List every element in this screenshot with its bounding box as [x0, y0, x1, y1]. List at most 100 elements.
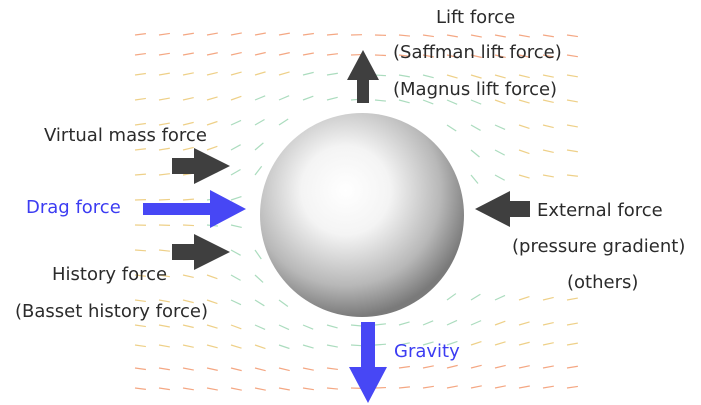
virtual-mass-force-label: Virtual mass force — [44, 125, 207, 146]
flow-vector — [494, 385, 506, 389]
flow-vector — [134, 148, 146, 151]
flow-vector — [230, 119, 242, 126]
flow-vector — [398, 321, 410, 326]
flow-vector — [158, 198, 171, 201]
flow-vector — [398, 365, 410, 369]
flow-vector — [182, 121, 194, 126]
flow-vector — [182, 198, 195, 201]
flow-vector — [158, 32, 170, 36]
flow-vector — [518, 341, 530, 346]
flow-vector — [566, 74, 578, 78]
flow-vector — [158, 173, 170, 176]
flow-vector — [206, 299, 218, 305]
flow-vector — [182, 96, 194, 101]
flow-vector — [542, 342, 554, 346]
flow-vector — [494, 54, 506, 59]
flow-vector — [158, 147, 170, 151]
flow-vector — [134, 72, 146, 76]
flow-vector — [278, 118, 289, 126]
flow-vector — [542, 321, 554, 326]
flow-vector — [422, 54, 434, 58]
flow-vector — [326, 53, 338, 56]
particle-sphere — [260, 113, 464, 317]
flow-vector — [566, 297, 578, 301]
flow-vector — [254, 51, 266, 56]
flow-vector — [398, 34, 411, 37]
flow-vector — [158, 122, 170, 126]
flow-vector — [566, 34, 578, 38]
flow-vector — [278, 344, 290, 350]
flow-vector — [230, 51, 242, 56]
flow-vector — [302, 367, 314, 371]
flow-vector — [470, 364, 482, 369]
flow-vector — [158, 274, 170, 278]
flow-vector — [206, 120, 218, 126]
flow-vector — [518, 365, 530, 369]
flow-vector — [206, 367, 218, 371]
flow-vector — [374, 99, 387, 102]
flow-vector — [422, 99, 434, 105]
flow-vector — [422, 320, 434, 326]
flow-vector — [182, 224, 195, 227]
flow-vector — [542, 296, 554, 301]
flow-vector — [566, 54, 578, 58]
flow-vector — [302, 344, 314, 349]
flow-vector — [398, 54, 410, 57]
basset-history-force-label: (Basset history force) — [15, 301, 208, 322]
flow-vector — [158, 367, 170, 371]
flow-vector — [206, 32, 218, 36]
flow-vector — [134, 274, 146, 277]
flow-vector — [566, 174, 578, 177]
flow-vector — [134, 324, 146, 328]
flow-vector — [470, 99, 482, 105]
flow-vector — [326, 324, 338, 329]
flow-vector — [134, 33, 146, 36]
flow-vector — [470, 149, 480, 158]
drag-force-label: Drag force — [26, 197, 121, 218]
flow-vector — [158, 249, 171, 252]
flow-vector — [398, 386, 411, 389]
flow-vector — [206, 324, 218, 329]
flow-vector — [326, 72, 338, 76]
flow-vector — [494, 174, 505, 181]
flow-vector — [254, 249, 262, 260]
flow-vector — [182, 344, 194, 348]
flow-vector — [470, 320, 482, 326]
flow-vector — [182, 367, 194, 371]
flow-vector — [566, 342, 578, 346]
flow-vector — [302, 324, 314, 330]
flow-vector — [206, 387, 218, 391]
flow-vector — [134, 97, 146, 101]
flow-vector — [206, 274, 218, 280]
flow-vector — [518, 54, 530, 58]
flow-vector — [254, 165, 263, 176]
flow-vector — [254, 32, 266, 36]
flow-vector — [518, 295, 530, 301]
saffman-lift-force-label: (Saffman lift force) — [393, 42, 562, 63]
flow-vector — [230, 324, 242, 330]
flow-vector — [278, 32, 290, 36]
flow-vector — [134, 299, 146, 303]
flow-vector — [158, 387, 170, 391]
flow-vector — [470, 54, 482, 59]
flow-vector — [254, 324, 266, 330]
flow-vector — [254, 367, 266, 372]
flow-vector — [182, 146, 194, 151]
flow-vector — [566, 322, 578, 326]
flow-vector — [230, 387, 242, 391]
flow-vector — [302, 32, 314, 36]
flow-vector — [422, 34, 434, 38]
pressure-gradient-label: (pressure gradient) — [512, 236, 686, 257]
flow-vector — [446, 74, 458, 79]
flow-vector — [278, 52, 290, 56]
flow-vector — [542, 149, 554, 154]
flow-vector — [254, 142, 264, 151]
flow-vector — [230, 249, 241, 256]
flow-vector — [230, 367, 242, 372]
virtual-mass-force-arrow — [172, 148, 230, 184]
flow-vector — [230, 71, 242, 76]
gravity-label: Gravity — [394, 341, 460, 362]
flow-vector — [446, 340, 458, 346]
flow-vector — [326, 96, 338, 101]
